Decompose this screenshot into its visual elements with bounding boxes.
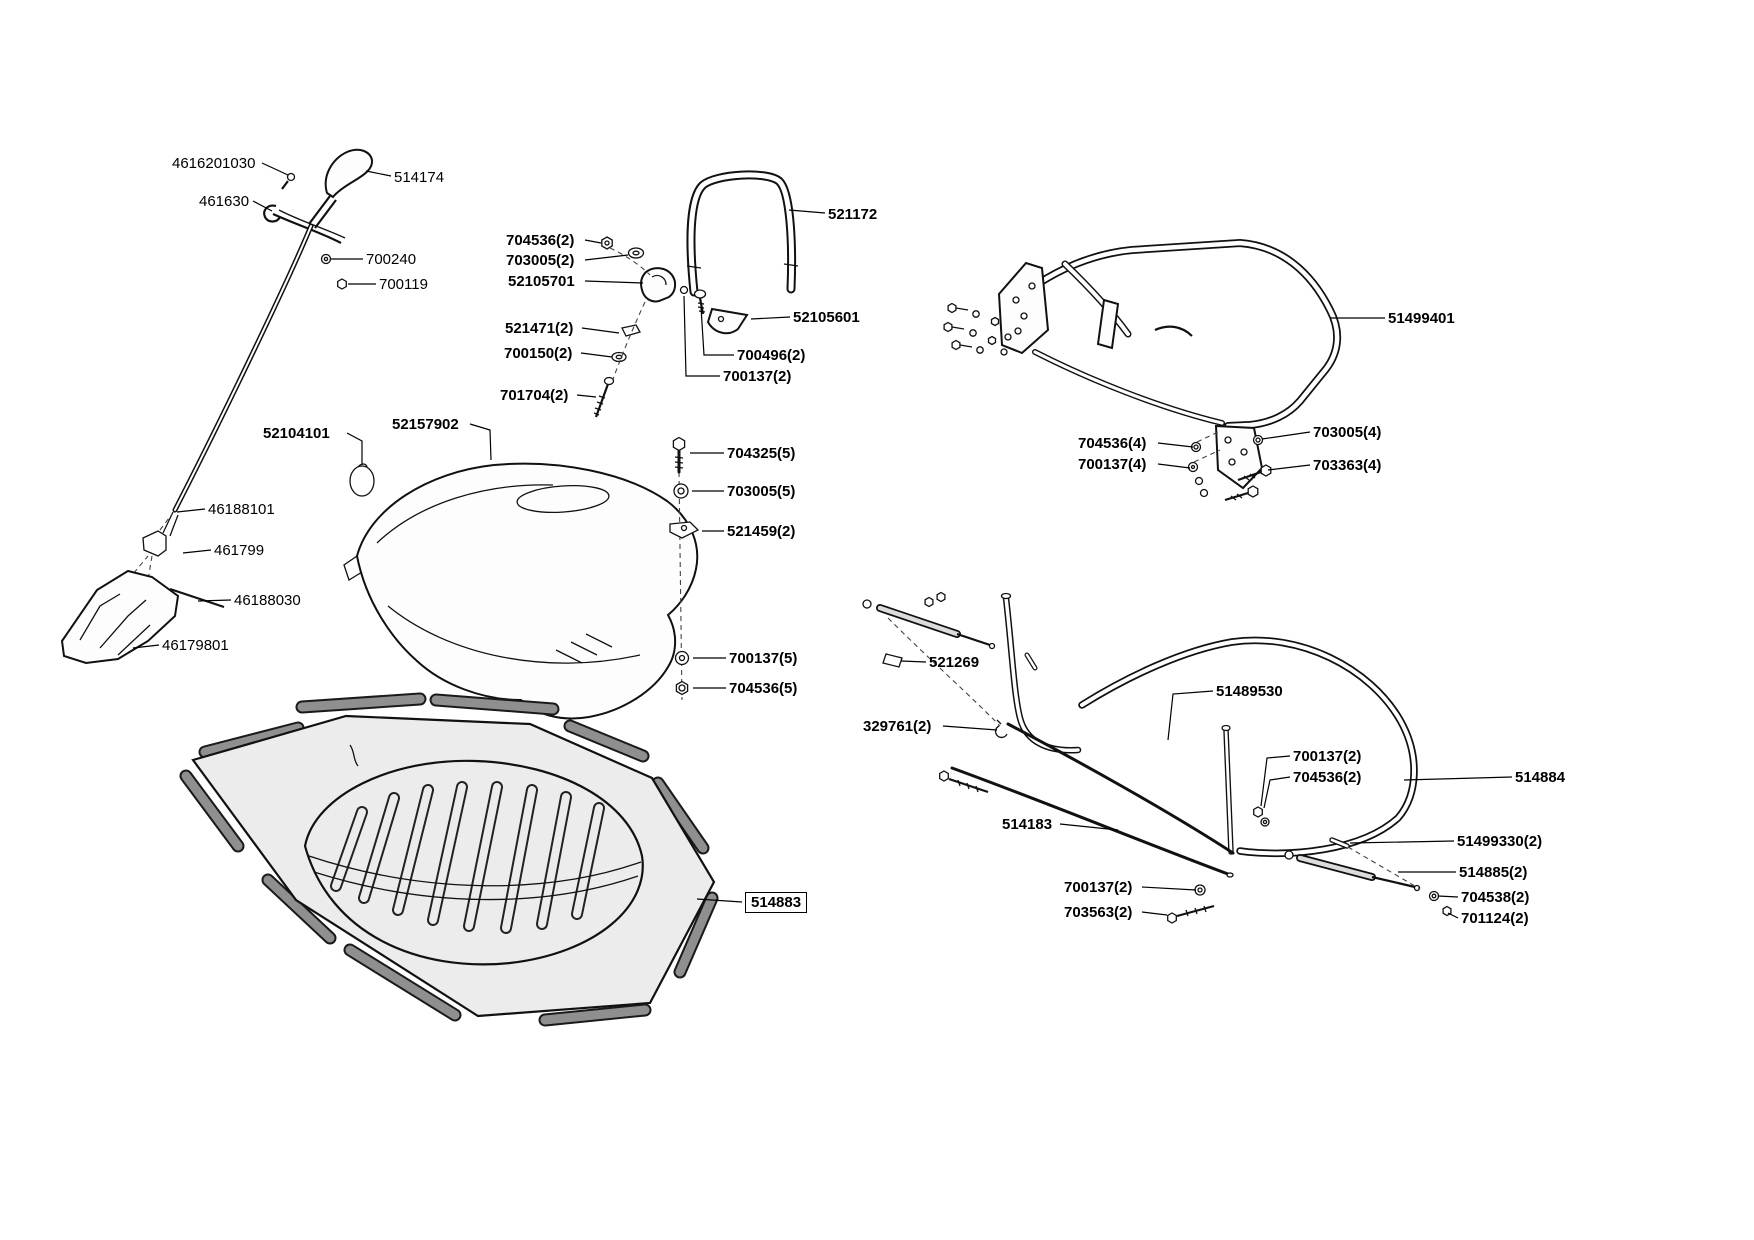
clamp-part — [621, 324, 641, 337]
leader-line-701124(2) — [1447, 912, 1459, 919]
leader-line-329761(2) — [942, 725, 998, 731]
screw-part — [286, 172, 296, 182]
nut-part — [924, 596, 934, 608]
leader-line-704536(2) — [1263, 776, 1291, 809]
leader-line-51489530 — [1167, 690, 1214, 741]
rollbar-assembly — [943, 238, 1342, 502]
leader-line-521172 — [788, 209, 826, 214]
leader-line-52105601 — [750, 316, 791, 320]
hook-part — [263, 204, 281, 223]
leader-line-514174 — [365, 170, 392, 177]
nut-part — [337, 278, 347, 290]
leader-line-703363(4) — [1267, 464, 1311, 471]
leader-line-700150(2) — [580, 352, 613, 358]
console-part — [60, 569, 180, 665]
screw-head — [603, 376, 615, 386]
washer-part — [679, 285, 689, 295]
spring-eye — [1284, 850, 1294, 860]
leader-line-521471(2) — [581, 327, 620, 334]
spring-eye — [862, 599, 872, 609]
handlebar-assembly — [593, 170, 799, 418]
gasket-part — [349, 465, 375, 497]
bolt-part — [1167, 912, 1177, 924]
washer-part — [1428, 890, 1440, 902]
rod-part — [950, 766, 1230, 876]
grip-part — [324, 148, 374, 199]
handlebar-tube — [686, 170, 797, 297]
nut-part — [675, 680, 689, 696]
leader-line-521269 — [900, 660, 927, 663]
washer-part — [627, 247, 645, 259]
leader-line-703005(4) — [1261, 431, 1311, 440]
bolt-part — [1260, 464, 1272, 477]
leader-line-52104101 — [346, 432, 363, 465]
leader-line-700496(2) — [700, 306, 734, 356]
washer-part — [320, 253, 332, 265]
leader-line-700137(4) — [1157, 463, 1191, 469]
leader-line-703563(2) — [1141, 911, 1168, 916]
hood-assembly — [343, 436, 700, 720]
clip-part — [995, 719, 1008, 738]
bolt-head — [693, 289, 707, 299]
leader-line-514884 — [1403, 776, 1513, 781]
leader-line-700137(2) — [1141, 886, 1197, 891]
clamp-part — [882, 653, 903, 668]
washer-part — [673, 483, 689, 499]
lever-part — [706, 307, 749, 335]
leader-line-52105701 — [584, 280, 644, 284]
leader-line-514883 — [696, 898, 743, 903]
leader-line-700137(2) — [1260, 755, 1291, 807]
leader-line-461799 — [182, 549, 212, 554]
deck-assembly — [179, 692, 719, 1027]
nut-part — [601, 236, 613, 250]
bracket-part — [142, 530, 167, 557]
nut-part — [987, 335, 997, 346]
washer-part — [674, 650, 690, 666]
bolt-part — [943, 321, 953, 333]
bolt-head — [672, 436, 686, 452]
rod-part — [169, 587, 225, 609]
leader-line-46179801 — [132, 644, 160, 649]
leader-line-514183 — [1059, 823, 1119, 831]
nut-part — [1253, 806, 1263, 818]
washer-part — [1187, 461, 1199, 473]
washer-part — [1252, 434, 1264, 446]
leader-line-52157902 — [469, 423, 492, 461]
clamp-part — [640, 267, 677, 303]
leader-line-51499330(2) — [1349, 840, 1455, 844]
leader-line-46188101 — [176, 508, 206, 513]
leader-line-461630 — [252, 200, 273, 212]
washer-part — [1194, 884, 1206, 896]
nut-part — [936, 591, 946, 603]
deck-panel — [191, 714, 716, 1018]
bolt-part — [947, 302, 957, 314]
washer-part — [611, 351, 627, 363]
tab-part — [1096, 298, 1120, 350]
rod-part — [1006, 722, 1235, 855]
bolt-part — [939, 770, 949, 782]
leader-line-701704(2) — [576, 394, 597, 398]
washer-part — [1260, 817, 1270, 827]
rear-frame-assembly — [862, 591, 1452, 924]
nut-part — [990, 316, 1000, 327]
leader-line-4616201030 — [261, 162, 289, 176]
leader-line-46188030 — [197, 599, 232, 602]
control-lever-assembly — [60, 148, 375, 665]
loop-tube — [1078, 636, 1418, 857]
bolt-part — [1247, 485, 1259, 498]
leader-line-700137(2) — [683, 295, 720, 377]
bolt-part — [951, 339, 961, 351]
mount-plate — [997, 261, 1050, 355]
leader-line-704536(2) — [584, 239, 602, 244]
leader-line-704538(2) — [1437, 895, 1459, 898]
leader-lines-layer — [132, 162, 1513, 919]
leader-line-703005(2) — [584, 254, 629, 261]
lower-bracket — [1214, 424, 1264, 490]
leader-line-704536(4) — [1157, 442, 1194, 448]
hood-part — [355, 462, 699, 720]
